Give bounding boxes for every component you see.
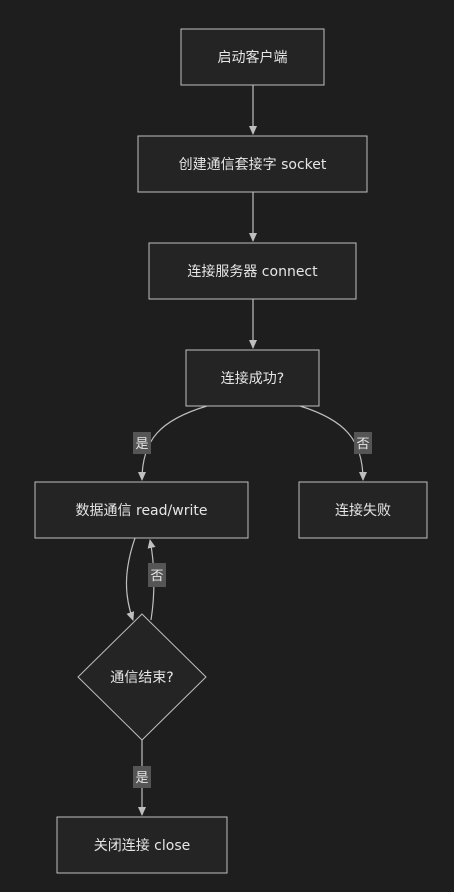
svg-text:启动客户端: 启动客户端 — [218, 49, 288, 66]
edge-data-to-end-question — [125, 537, 136, 621]
svg-text:是: 是 — [135, 437, 148, 452]
node-start-client: 启动客户端 — [180, 28, 325, 86]
node-connection-failed: 连接失败 — [298, 481, 428, 539]
svg-text:连接服务器 connect: 连接服务器 connect — [187, 263, 318, 280]
edge-label-no-end: 否 — [148, 563, 166, 587]
edge-label-no-connected: 否 — [354, 432, 372, 454]
svg-text:创建通信套接字 socket: 创建通信套接字 socket — [179, 156, 327, 173]
node-data-communication: 数据通信 read/write — [34, 481, 249, 539]
svg-text:否: 否 — [150, 569, 163, 584]
svg-text:数据通信 read/write: 数据通信 read/write — [76, 503, 208, 519]
svg-text:否: 否 — [356, 437, 369, 452]
svg-text:连接成功?: 连接成功? — [221, 370, 284, 387]
edge-label-yes-end: 是 — [133, 766, 151, 788]
edge-connected-no — [299, 405, 367, 481]
node-close-connection: 关闭连接 close — [56, 816, 228, 874]
edge-label-yes-connected: 是 — [133, 432, 151, 454]
svg-text:通信结束?: 通信结束? — [110, 670, 173, 686]
node-connect-server: 连接服务器 connect — [148, 242, 357, 300]
node-connected-question: 连接成功? — [185, 349, 320, 407]
svg-text:连接失败: 连接失败 — [335, 502, 391, 519]
svg-text:是: 是 — [135, 771, 148, 786]
node-create-socket: 创建通信套接字 socket — [137, 135, 368, 193]
svg-text:关闭连接 close: 关闭连接 close — [94, 837, 191, 854]
edge-connected-yes — [138, 405, 208, 481]
node-comm-end-question: 通信结束? — [77, 613, 207, 741]
